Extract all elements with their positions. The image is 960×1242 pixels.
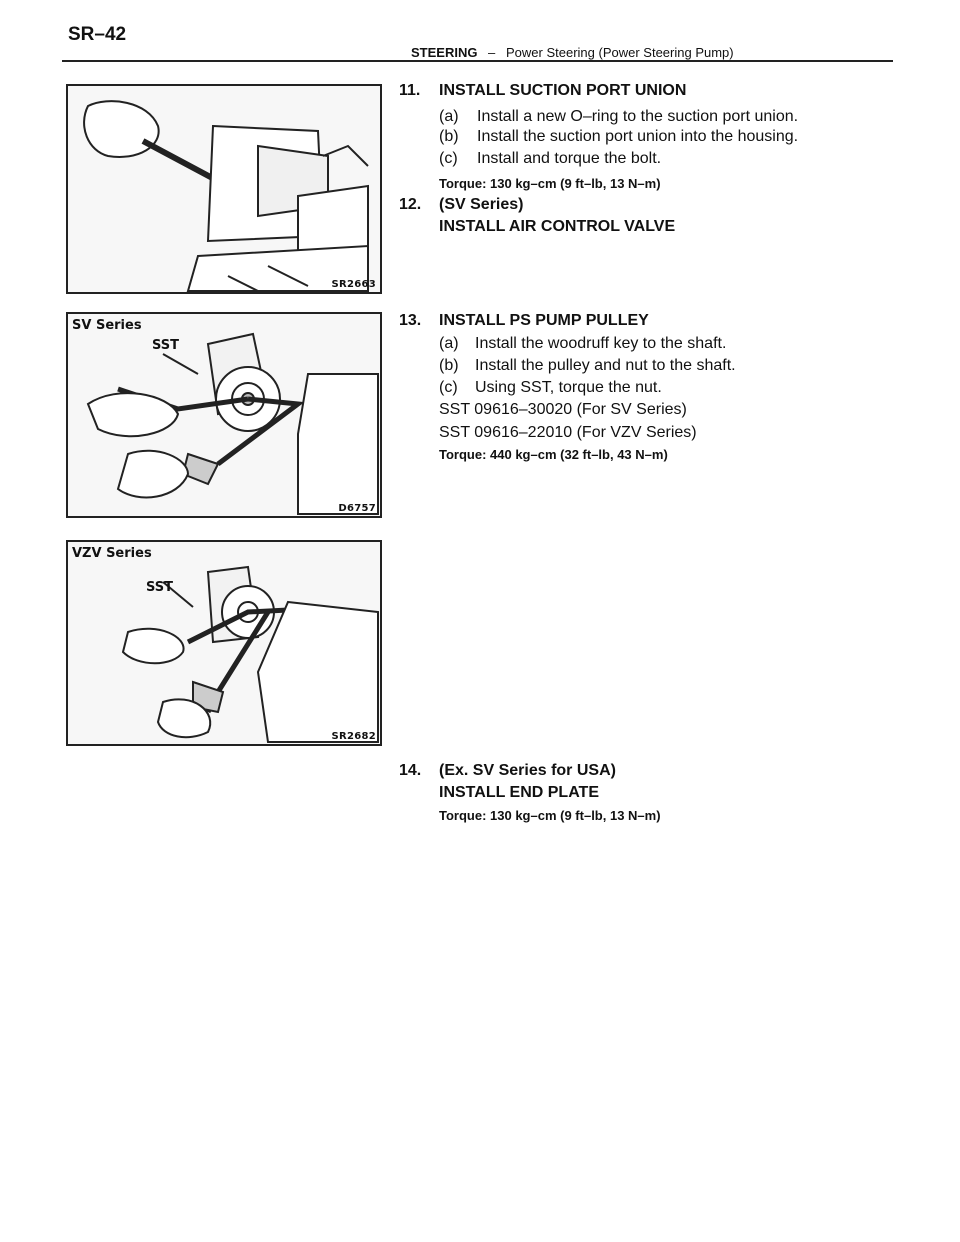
figure-vzv-series: VZV Series SST SR2682	[66, 540, 382, 746]
header-subject: Power Steering (Power Steering Pump)	[506, 45, 734, 60]
item-letter: (b)	[439, 128, 459, 145]
item-letter: (a)	[439, 335, 459, 352]
torque-spec: Torque: 440 kg–cm (32 ft–lb, 43 N–m)	[439, 447, 668, 462]
figure-suction-port-union: SR2663	[66, 84, 382, 294]
item-text: Install the pulley and nut to the shaft.	[475, 357, 736, 374]
torque-spec: Torque: 130 kg–cm (9 ft–lb, 13 N–m)	[439, 176, 661, 191]
step-number: 12.	[399, 196, 422, 213]
illustration-sv-series-pulley	[86, 332, 379, 515]
item-text: Install the suction port union into the …	[477, 128, 799, 145]
sst-callout: SST	[146, 580, 174, 595]
sst-number: SST 09616–22010 (For VZV Series)	[439, 424, 697, 441]
torque-spec: Torque: 130 kg–cm (9 ft–lb, 13 N–m)	[439, 808, 661, 823]
figure-title: VZV Series	[72, 546, 152, 561]
step-number: 11.	[399, 82, 421, 99]
step-title: INSTALL SUCTION PORT UNION	[439, 82, 687, 99]
header-section: STEERING	[411, 45, 478, 60]
step-title-line1: (Ex. SV Series for USA)	[439, 762, 616, 779]
page-number: SR–42	[68, 24, 127, 45]
running-header: STEERING – Power Steering (Power Steerin…	[62, 45, 893, 60]
step-title-line2: INSTALL AIR CONTROL VALVE	[439, 218, 676, 235]
item-letter: (b)	[439, 357, 459, 374]
step-title: INSTALL PS PUMP PULLEY	[439, 312, 649, 329]
header-rule	[62, 60, 893, 62]
item-letter: (a)	[439, 108, 459, 125]
item-letter: (c)	[439, 379, 458, 396]
step-title-line1: (SV Series)	[439, 196, 524, 213]
item-text: Install and torque the bolt.	[477, 150, 662, 167]
figure-sv-series: SV Series SST D6757	[66, 312, 382, 518]
figure-code: SR2663	[331, 279, 376, 290]
illustration-vzv-series-pulley	[121, 565, 379, 743]
illustration-suction-port-union	[83, 100, 369, 292]
figure-code: SR2682	[331, 731, 376, 742]
item-text: Install a new O–ring to the suction port…	[477, 108, 799, 125]
step-title-line2: INSTALL END PLATE	[439, 784, 599, 801]
sst-callout: SST	[152, 338, 180, 353]
figure-title: SV Series	[72, 318, 142, 333]
header-separator: –	[488, 45, 496, 60]
item-text: Using SST, torque the nut.	[475, 379, 662, 396]
item-text: Install the woodruff key to the shaft.	[475, 335, 727, 352]
item-letter: (c)	[439, 150, 458, 167]
sst-number: SST 09616–30020 (For SV Series)	[439, 401, 687, 418]
figure-code: D6757	[338, 503, 376, 514]
step-number: 13.	[399, 312, 422, 329]
step-number: 14.	[399, 762, 422, 779]
